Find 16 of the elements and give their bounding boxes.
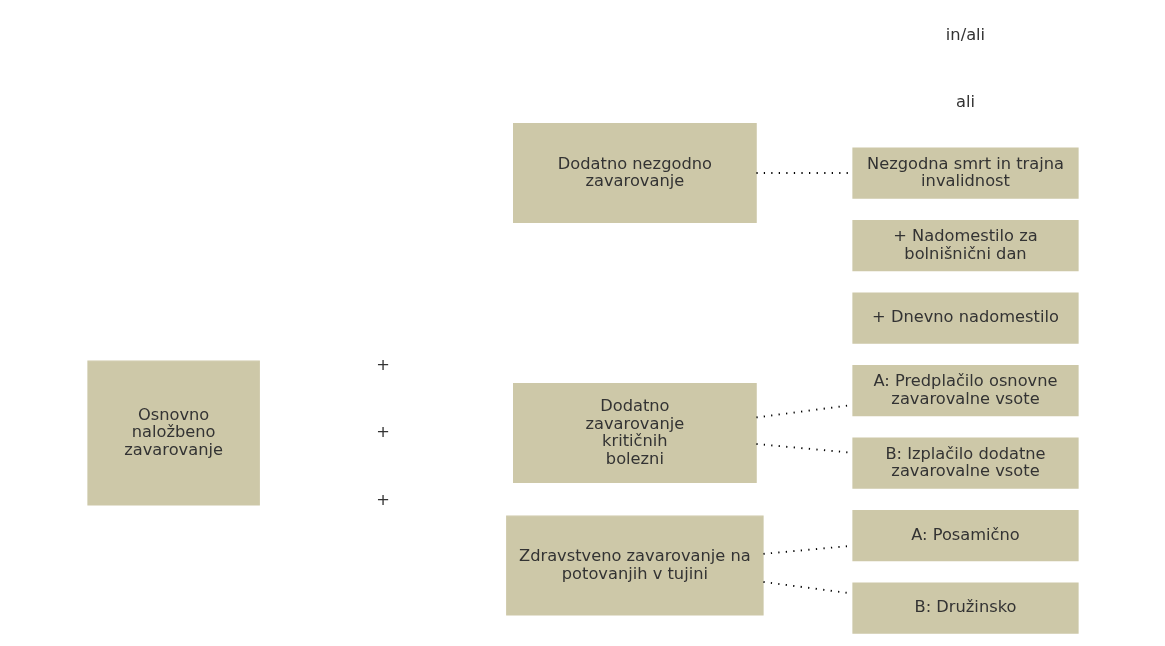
- label: +: [375, 354, 390, 374]
- node-box: Zdravstveno zavarovanje na potovanjih v tujini: [505, 515, 764, 616]
- node-box: Dodatno nezgodno zavarovanje: [512, 123, 757, 223]
- node-box: B: Družinsko: [851, 582, 1079, 634]
- node-box: + Dnevno nadomestilo: [851, 292, 1079, 344]
- node-box: Dodatno zavarovanje kritičnih bolezni: [512, 383, 757, 483]
- node-box: B: Izplačilo dodatne zavarovalne vsote: [851, 437, 1079, 489]
- label: +: [375, 489, 390, 509]
- label: in/ali: [945, 24, 985, 44]
- label: +: [375, 422, 390, 442]
- node-box: + Nadomestilo za bolnišnični dan: [851, 219, 1079, 272]
- node-box: A: Posamično: [851, 509, 1079, 562]
- node-box: Osnovno naložbeno zavarovanje: [86, 360, 260, 506]
- label: ali: [955, 92, 975, 112]
- node-box: A: Predplačilo osnovne zavarovalne vsote: [851, 364, 1079, 417]
- node-box: Nezgodna smrt in trajna invalidnost: [851, 147, 1079, 199]
